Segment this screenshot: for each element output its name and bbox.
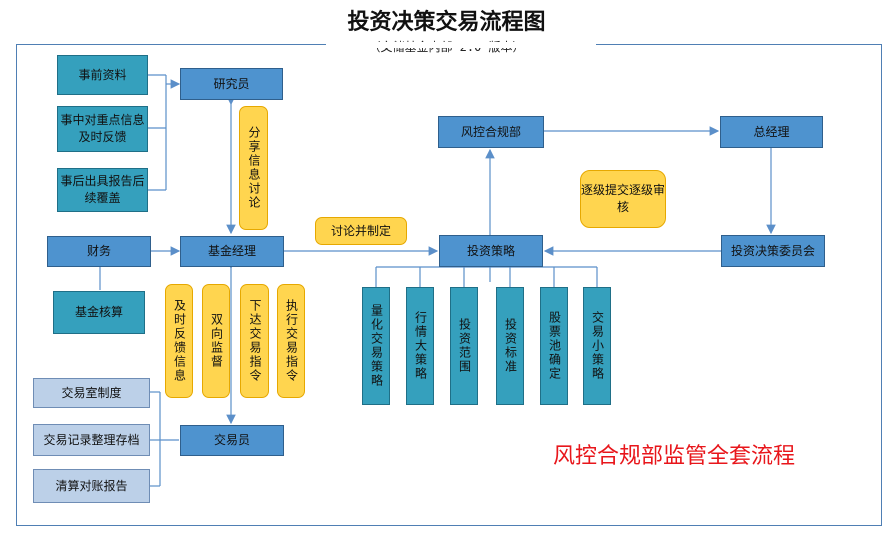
market-strategy-box: 行情大策略 bbox=[406, 287, 434, 405]
trader-box: 交易员 bbox=[180, 425, 284, 456]
investment-committee-box: 投资决策委员会 bbox=[721, 235, 825, 267]
trade-records-box: 交易记录整理存档 bbox=[33, 424, 150, 456]
pre-materials-box: 事前资料 bbox=[57, 55, 148, 95]
level-review-box: 逐级提交逐级审核 bbox=[580, 170, 666, 228]
discuss-formulate-box: 讨论并制定 bbox=[315, 217, 407, 245]
timely-feedback-box: 及时反馈信息 bbox=[165, 284, 193, 398]
stock-pool-box: 股票池确定 bbox=[540, 287, 568, 405]
general-manager-box: 总经理 bbox=[720, 116, 823, 148]
quant-strategy-box: 量化交易策略 bbox=[362, 287, 390, 405]
post-report-box: 事后出具报告后续覆盖 bbox=[57, 168, 148, 212]
fund-accounting-box: 基金核算 bbox=[53, 291, 145, 334]
risk-compliance-box: 风控合规部 bbox=[438, 116, 544, 148]
risk-supervision-note: 风控合规部监管全套流程 bbox=[553, 444, 796, 469]
settlement-report-box: 清算对账报告 bbox=[33, 469, 150, 503]
frame-title-gap bbox=[326, 42, 596, 48]
trading-room-rules-box: 交易室制度 bbox=[33, 378, 150, 408]
fund-manager-box: 基金经理 bbox=[180, 236, 284, 267]
investment-scope-box: 投资范围 bbox=[450, 287, 478, 405]
diagram-title: 投资决策交易流程图 bbox=[347, 9, 546, 35]
investment-strategy-box: 投资策略 bbox=[439, 235, 543, 267]
researcher-box: 研究员 bbox=[180, 68, 283, 100]
two-way-supervision-box: 双向监督 bbox=[202, 284, 230, 398]
share-discuss-box: 分享信息讨论 bbox=[239, 106, 268, 230]
investment-target-box: 投资标准 bbox=[496, 287, 524, 405]
finance-box: 财务 bbox=[47, 236, 151, 267]
execute-orders-box: 执行交易指令 bbox=[277, 284, 305, 398]
issue-orders-box: 下达交易指令 bbox=[240, 284, 269, 398]
trading-sub-strategy-box: 交易小策略 bbox=[583, 287, 611, 405]
mid-feedback-box: 事中对重点信息及时反馈 bbox=[57, 106, 148, 152]
